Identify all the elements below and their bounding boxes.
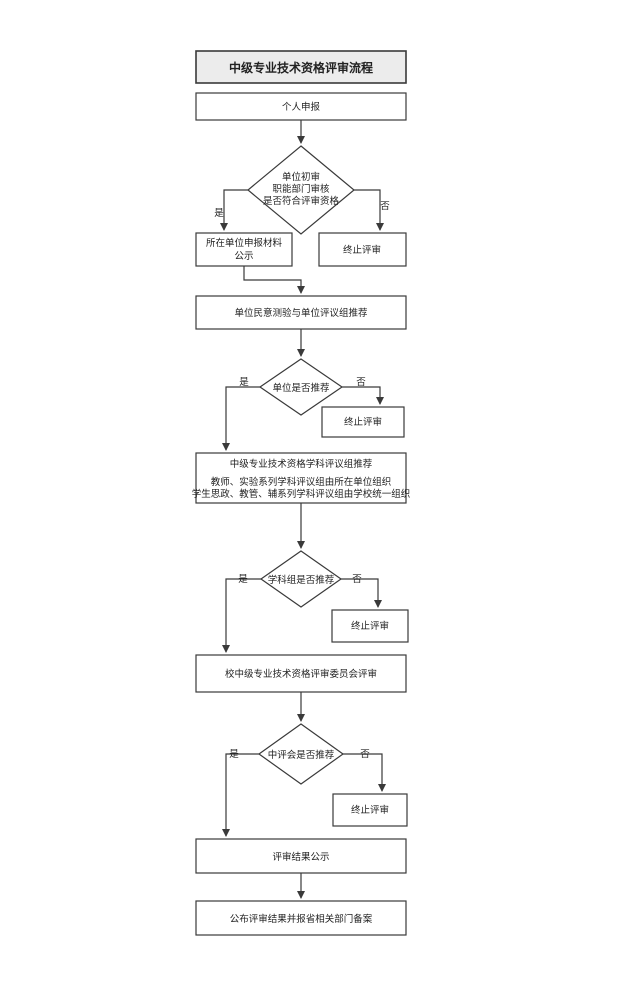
arrow-committee-yes — [222, 753, 259, 837]
apply-box — [195, 92, 407, 121]
stop-box-2 — [321, 406, 405, 438]
publicize-materials-line2: 公示 — [234, 251, 253, 262]
stop-text-3: 终止评审 — [351, 620, 389, 632]
arrow-initial-no — [354, 189, 384, 231]
decision-initial-review — [247, 145, 355, 235]
stop-text-2: 终止评审 — [344, 416, 382, 428]
arrow-committee-no — [343, 753, 386, 792]
decision-unit-text: 单位是否推荐 — [272, 382, 330, 394]
arrow-initial-yes — [220, 189, 248, 231]
committee-box — [195, 654, 407, 693]
title-box — [195, 50, 407, 84]
label-unit-no: 否 — [356, 377, 366, 388]
arrow-publicize-to-survey — [243, 266, 305, 294]
unit-survey-box — [195, 295, 407, 330]
decision-subject-text: 学科组是否推荐 — [268, 574, 335, 586]
label-subject-no: 否 — [352, 574, 362, 585]
label-initial-no: 否 — [380, 201, 390, 212]
arrow-subject-no — [341, 578, 382, 608]
final-text: 公布评审结果并报省相关部门备案 — [230, 913, 373, 925]
decision-committee-text: 中评会是否推荐 — [268, 749, 335, 761]
decision-initial-line3: 是否符合评审资格 — [263, 195, 340, 207]
stop-box-3 — [331, 609, 409, 643]
label-subject-yes: 是 — [238, 574, 248, 585]
final-box — [195, 900, 407, 936]
stop-text-1: 终止评审 — [343, 244, 381, 256]
committee-text: 校中级专业技术资格评审委员会评审 — [225, 668, 377, 680]
decision-initial-line1: 单位初审 — [282, 171, 320, 183]
decision-initial-line2: 职能部门审核 — [272, 183, 330, 195]
subject-group-line2: 教师、实验系列学科评议组由所在单位组织 — [211, 476, 392, 488]
subject-group-line1: 中级专业技术资格学科评议组推荐 — [230, 458, 373, 470]
arrow-unit-no — [342, 386, 384, 405]
decision-committee-recommend — [257, 723, 345, 785]
stop-box-4 — [332, 793, 408, 827]
flowchart-title: 中级专业技术资格评审流程 — [229, 60, 373, 75]
unit-survey-text: 单位民意测验与单位评议组推荐 — [234, 307, 368, 319]
stop-box-1 — [318, 232, 407, 267]
subject-group-line3: 学生思政、教管、辅系列学科评议组由学校统一组织 — [192, 488, 411, 500]
label-initial-yes: 是 — [214, 208, 224, 219]
publicize-materials-line1: 所在单位申报材料 — [206, 237, 283, 249]
label-unit-yes: 是 — [239, 377, 249, 388]
result-publicize-text: 评审结果公示 — [272, 851, 329, 863]
stop-text-4: 终止评审 — [351, 804, 389, 816]
arrow-subject-yes — [222, 578, 261, 653]
label-committee-yes: 是 — [229, 749, 239, 760]
subject-group-box — [195, 452, 407, 504]
decision-unit-recommend — [258, 358, 344, 416]
arrow-unit-yes — [222, 386, 260, 451]
label-committee-no: 否 — [360, 749, 370, 760]
apply-text: 个人申报 — [282, 101, 321, 113]
decision-subject-recommend — [259, 550, 343, 608]
